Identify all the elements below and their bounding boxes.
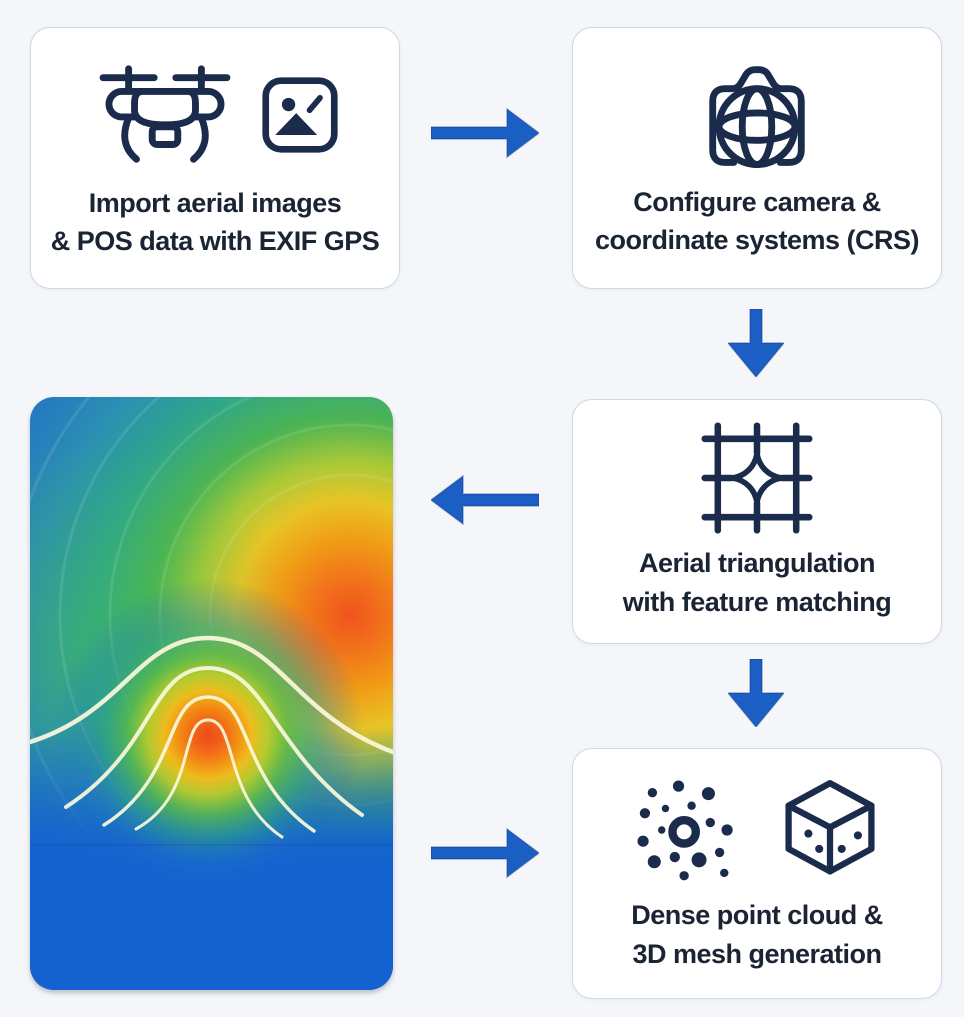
step-label-line2: coordinate systems (CRS): [594, 225, 920, 255]
icon-row: [693, 57, 821, 173]
step-label-line1: Import aerial images: [88, 187, 342, 218]
feature-grid-icon: [701, 422, 813, 534]
step-label: Aerial triangulation with feature matchi…: [623, 544, 892, 621]
step-label-line1: Dense point cloud &: [631, 900, 883, 931]
icon-row: [701, 422, 813, 534]
arrow-left-icon: [429, 474, 540, 531]
arrow-right-icon: [430, 827, 541, 884]
terrain-heatmap-preview: [30, 397, 393, 990]
step-label-line1: Aerial triangulation: [638, 548, 876, 579]
step-label: Dense point cloud & 3D mesh generation: [631, 896, 883, 973]
icon-row: [90, 56, 340, 174]
image-icon: [260, 75, 340, 155]
step-label: Configure camera & coordinate systems (C…: [594, 183, 920, 260]
step-card-dense-point-cloud: Dense point cloud & 3D mesh generation: [572, 748, 942, 999]
mesh-cube-icon: [776, 776, 884, 884]
point-cloud-icon: [630, 774, 742, 886]
step-card-aerial-triangulation: Aerial triangulation with feature matchi…: [572, 399, 942, 644]
step-label-line2: & POS data with EXIF GPS: [50, 226, 380, 256]
camera-globe-icon: [693, 57, 821, 173]
arrow-down-icon: [726, 308, 786, 382]
arrow-right-icon: [430, 107, 541, 164]
drone-icon: [90, 56, 240, 174]
step-card-configure-camera: Configure camera & coordinate systems (C…: [572, 27, 942, 289]
step-label-line2: 3D mesh generation: [632, 938, 882, 969]
step-label-line1: Configure camera &: [633, 186, 881, 217]
step-card-import-images: Import aerial images & POS data with EXI…: [30, 27, 400, 289]
icon-row: [630, 774, 884, 886]
contour-lines: [30, 635, 393, 839]
step-label: Import aerial images & POS data with EXI…: [51, 184, 380, 261]
arrow-down-icon: [726, 658, 786, 732]
step-label-line2: with feature matching: [622, 586, 892, 617]
